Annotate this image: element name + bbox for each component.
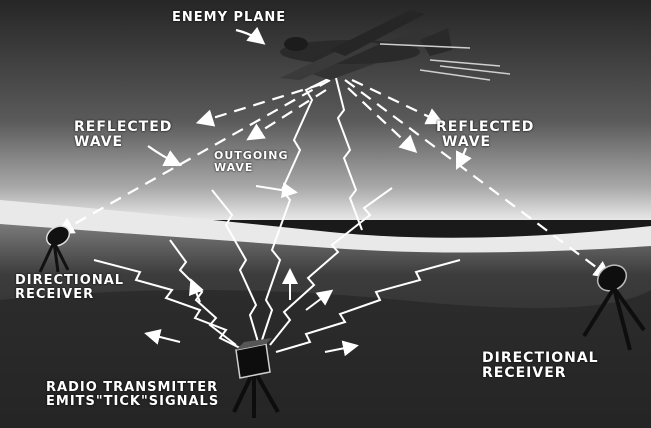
- label-line: REFLECTED: [74, 119, 173, 135]
- label-line: WAVE: [214, 160, 254, 174]
- label-outgoing-wave: OUTGOING WAVE: [214, 150, 289, 173]
- label-line: RECEIVER: [482, 364, 567, 381]
- label-line: WAVE: [442, 133, 492, 150]
- label-receiver-left: DIRECTIONAL RECEIVER: [15, 274, 124, 301]
- outgoing-wave-3: [269, 187, 393, 346]
- label-receiver-right: DIRECTIONAL RECEIVER: [482, 351, 599, 380]
- horizon-glow: [0, 200, 651, 256]
- label-reflected-wave-left: REFLECTED WAVE: [74, 120, 172, 149]
- label-transmitter: RADIO TRANSMITTER EMITS"TICK"SIGNALS: [46, 381, 219, 408]
- outgoing-waves: [93, 77, 461, 353]
- label-line: DIRECTIONAL: [15, 273, 125, 288]
- sky: [0, 0, 651, 220]
- label-line: OUTGOING: [214, 149, 289, 162]
- directional-receiver-right-icon: [582, 264, 646, 351]
- reflected-wave-right-2: [351, 79, 444, 125]
- reflected-wave-left: [56, 79, 331, 235]
- reflected-wave-left-2: [195, 82, 323, 127]
- outgoing-wave-7: [335, 77, 363, 231]
- label-line: RECEIVER: [15, 286, 95, 302]
- reflected-wave-right-3: [347, 87, 418, 154]
- outgoing-wave-4: [275, 259, 461, 353]
- label-line: WAVE: [74, 133, 124, 150]
- label-line: RADIO TRANSMITTER: [46, 380, 219, 395]
- ground-shadow: [0, 290, 651, 428]
- airplane-icon: [280, 10, 511, 81]
- label-line: EMITS"TICK"SIGNALS: [46, 393, 220, 409]
- directional-receiver-left-icon: [38, 225, 71, 273]
- reflected-waves: [56, 79, 612, 279]
- reflected-wave-right: [344, 79, 612, 279]
- outgoing-wave-2: [211, 189, 259, 343]
- label-reflected-wave-right: REFLECTED WAVE: [436, 120, 534, 149]
- label-enemy-plane: ENEMY PLANE: [172, 10, 287, 25]
- label-pointers: [147, 26, 472, 170]
- transmitter-icon: [232, 338, 280, 418]
- reflected-wave-left-3: [246, 89, 327, 141]
- label-line: DIRECTIONAL: [482, 350, 599, 366]
- wave-arrows: [144, 182, 359, 357]
- label-line: REFLECTED: [436, 119, 535, 135]
